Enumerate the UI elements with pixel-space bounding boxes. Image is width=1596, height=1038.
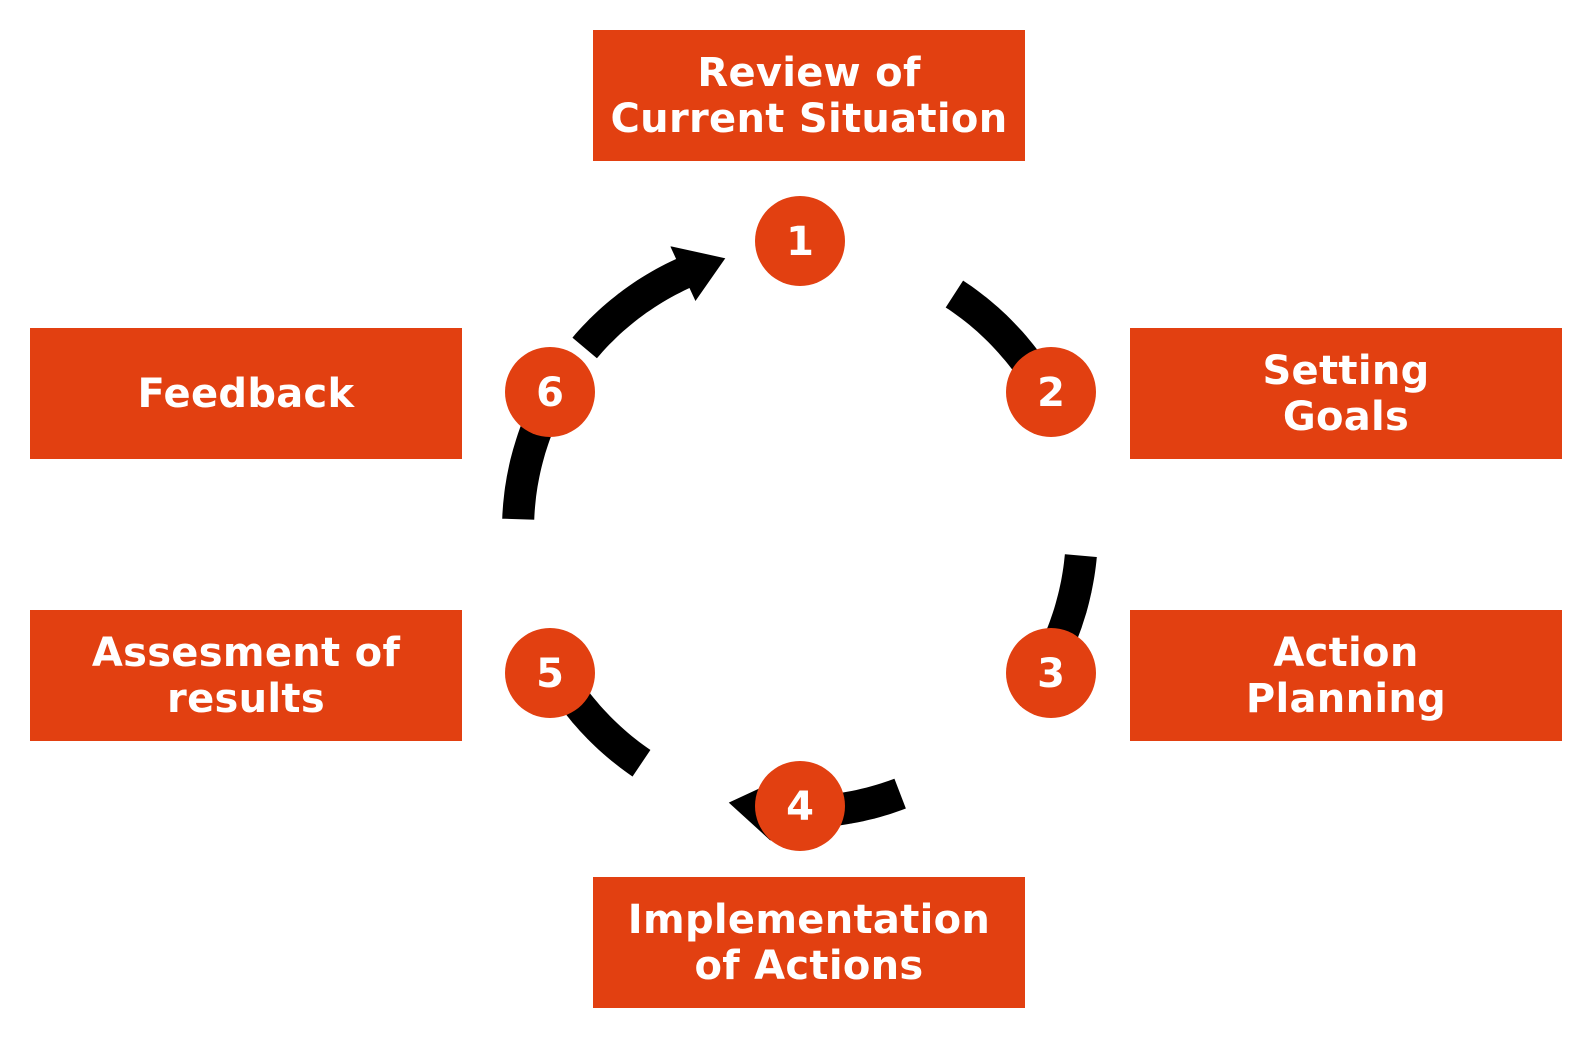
step-box-implementation-of-actions: Implementation of Actions xyxy=(593,877,1025,1008)
step-marker-6: 6 xyxy=(505,347,595,437)
step-label-2: Setting Goals xyxy=(1262,347,1430,440)
step-circle-4 xyxy=(755,761,845,851)
step-label-4: Implementation of Actions xyxy=(627,896,991,989)
step-number-3: 3 xyxy=(1037,651,1065,697)
step-number-5: 5 xyxy=(536,651,564,697)
step-marker-2: 2 xyxy=(1006,347,1096,437)
step-marker-1: 1 xyxy=(755,196,845,286)
step-number-4: 4 xyxy=(786,784,814,830)
step-marker-4: 4 xyxy=(755,761,845,851)
step-marker-3: 3 xyxy=(1006,628,1096,718)
step-label-5: Assesment of results xyxy=(91,629,401,722)
step-label-3: Action Planning xyxy=(1245,629,1447,722)
step-number-6: 6 xyxy=(536,370,564,416)
step-box-assesment-of-results: Assesment of results xyxy=(30,610,462,741)
step-number-1: 1 xyxy=(786,219,814,265)
cycle-arrow-6-to-1 xyxy=(569,243,729,362)
step-label-6: Feedback xyxy=(137,370,355,417)
arrow-layer xyxy=(500,243,1099,845)
step-circle-2 xyxy=(1006,347,1096,437)
step-box-action-planning: Action Planning xyxy=(1130,610,1562,741)
step-box-setting-goals: Setting Goals xyxy=(1130,328,1562,459)
step-circle-3 xyxy=(1006,628,1096,718)
step-circle-1 xyxy=(755,196,845,286)
step-box-review-current-situation: Review of Current Situation xyxy=(593,30,1025,161)
step-marker-5: 5 xyxy=(505,628,595,718)
step-number-2: 2 xyxy=(1037,370,1065,416)
step-circle-6 xyxy=(505,347,595,437)
step-circle-5 xyxy=(505,628,595,718)
step-label-1: Review of Current Situation xyxy=(610,49,1008,142)
step-box-feedback: Feedback xyxy=(30,328,462,459)
circle-layer: 1 2 3 4 5 6 xyxy=(505,196,1096,851)
